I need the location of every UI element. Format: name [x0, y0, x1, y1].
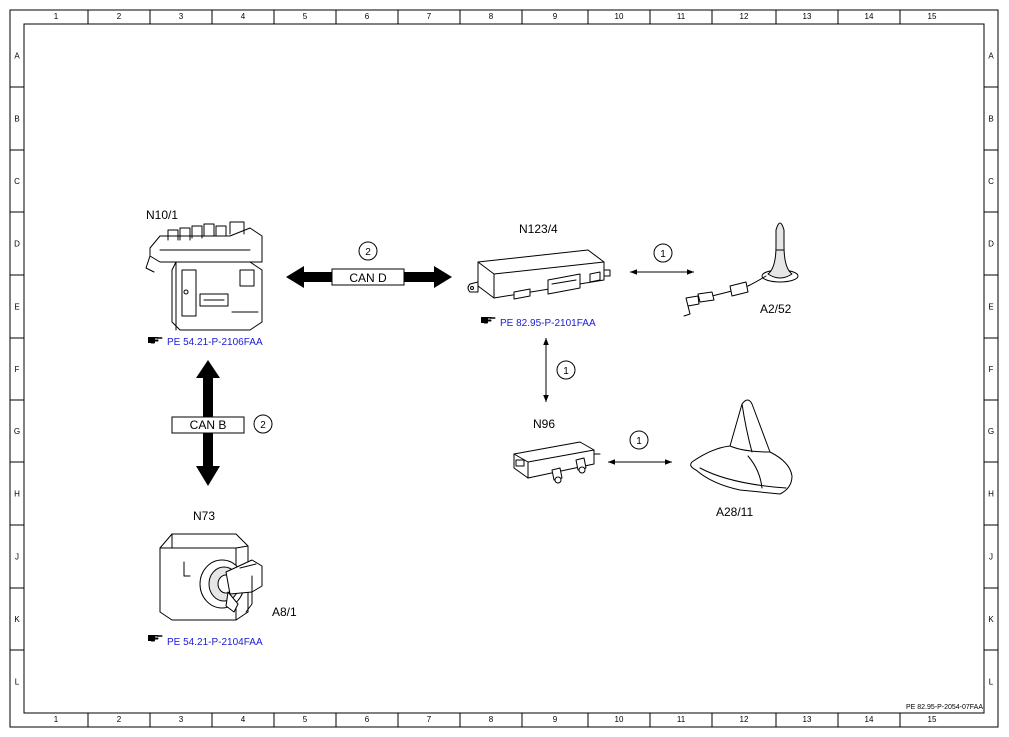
- can-b-label: CAN B: [190, 418, 227, 432]
- row-label-right-G: G: [988, 427, 994, 436]
- row-label-right-E: E: [988, 303, 993, 312]
- column-label-top-8: 8: [489, 12, 494, 21]
- drawing-frame: 1122334455667788991010111112121313141415…: [9, 9, 999, 728]
- n123-4-drawing: [467, 249, 611, 300]
- a28-11-component[interactable]: A28/11: [690, 399, 793, 519]
- row-label-left-E: E: [14, 303, 19, 312]
- can-d-label: CAN D: [349, 271, 387, 285]
- n73-component[interactable]: N73 A8/1 PE 54.21-P-2104FAA: [148, 509, 297, 648]
- row-label-right-C: C: [988, 177, 994, 186]
- n10-1-component[interactable]: N10/1 PE 54.21-P-2106FAA: [145, 208, 263, 348]
- n73-reference-link[interactable]: PE 54.21-P-2104FAA: [167, 637, 263, 648]
- column-label-bottom-14: 14: [865, 715, 874, 724]
- n96-a28-connection: 1: [608, 430, 672, 465]
- can-d-callout: 2: [365, 247, 371, 258]
- row-label-left-C: C: [14, 177, 20, 186]
- column-label-top-9: 9: [553, 12, 558, 21]
- column-label-top-13: 13: [803, 12, 812, 21]
- can-d-bus: CAN D 2: [286, 241, 452, 288]
- row-label-left-A: A: [14, 52, 20, 61]
- row-label-left-L: L: [15, 678, 20, 687]
- row-label-left-H: H: [14, 490, 20, 499]
- row-label-right-L: L: [989, 678, 994, 687]
- column-label-bottom-7: 7: [427, 715, 432, 724]
- column-label-bottom-6: 6: [365, 715, 370, 724]
- column-label-bottom-4: 4: [241, 715, 246, 724]
- n123-n96-connection: 1: [543, 338, 576, 402]
- column-label-top-3: 3: [179, 12, 184, 21]
- n123-n96-callout: 1: [563, 366, 569, 377]
- column-label-top-15: 15: [928, 12, 937, 21]
- a2-52-label: A2/52: [760, 302, 792, 316]
- n123-4-label: N123/4: [519, 222, 558, 236]
- n123-a2-callout: 1: [660, 249, 666, 260]
- column-label-top-10: 10: [615, 12, 624, 21]
- n10-1-drawing: [145, 221, 263, 331]
- n10-1-reference-link[interactable]: PE 54.21-P-2106FAA: [167, 337, 263, 348]
- document-id: PE 82.95-P-2054-07FAA: [906, 704, 983, 711]
- row-label-left-D: D: [14, 240, 20, 249]
- column-label-top-4: 4: [241, 12, 246, 21]
- can-b-callout: 2: [260, 420, 266, 431]
- a28-11-label: A28/11: [716, 505, 753, 519]
- row-label-right-H: H: [988, 490, 994, 499]
- n96-component[interactable]: N96: [513, 417, 601, 484]
- column-label-bottom-11: 11: [677, 715, 686, 724]
- n73-reference[interactable]: PE 54.21-P-2104FAA: [148, 635, 263, 648]
- n123-4-component[interactable]: N123/4 PE 82.95-P-2101FAA: [467, 222, 611, 329]
- a2-52-drawing: [683, 222, 799, 317]
- n96-drawing: [513, 441, 601, 484]
- column-label-top-2: 2: [117, 12, 122, 21]
- row-label-left-K: K: [14, 615, 20, 624]
- a28-11-drawing: [690, 399, 793, 495]
- can-b-callout-circle: [253, 414, 273, 434]
- pointing-hand-icon: [148, 635, 163, 642]
- row-label-left-F: F: [15, 365, 20, 374]
- a8-1-label: A8/1: [272, 605, 297, 619]
- row-label-right-F: F: [989, 365, 994, 374]
- column-label-top-1: 1: [54, 12, 59, 21]
- row-label-right-B: B: [988, 115, 993, 124]
- row-label-right-J: J: [989, 553, 993, 562]
- a2-52-component[interactable]: A2/52: [683, 222, 799, 317]
- n123-4-reference[interactable]: PE 82.95-P-2101FAA: [481, 317, 596, 329]
- column-label-bottom-8: 8: [489, 715, 494, 724]
- row-label-right-D: D: [988, 240, 994, 249]
- n96-a28-callout: 1: [636, 436, 642, 447]
- column-label-bottom-12: 12: [740, 715, 749, 724]
- column-label-top-14: 14: [865, 12, 874, 21]
- n73-drawing: [159, 533, 263, 621]
- can-b-bus: CAN B 2: [171, 360, 273, 486]
- n10-1-label: N10/1: [146, 208, 178, 222]
- n123-a2-connection: 1: [630, 243, 694, 275]
- column-label-top-7: 7: [427, 12, 432, 21]
- row-label-right-A: A: [988, 52, 994, 61]
- pointing-hand-icon: [481, 317, 496, 324]
- column-label-top-5: 5: [303, 12, 308, 21]
- row-label-right-K: K: [988, 615, 994, 624]
- column-label-top-11: 11: [677, 12, 686, 21]
- row-label-left-G: G: [14, 427, 20, 436]
- column-label-bottom-5: 5: [303, 715, 308, 724]
- row-label-left-B: B: [14, 115, 19, 124]
- column-label-top-6: 6: [365, 12, 370, 21]
- column-label-bottom-10: 10: [615, 715, 624, 724]
- column-label-bottom-13: 13: [803, 715, 812, 724]
- pointing-hand-icon: [148, 337, 163, 344]
- row-label-left-J: J: [15, 553, 19, 562]
- column-label-top-12: 12: [740, 12, 749, 21]
- n123-4-reference-link[interactable]: PE 82.95-P-2101FAA: [500, 318, 596, 329]
- column-label-bottom-2: 2: [117, 715, 122, 724]
- column-label-bottom-1: 1: [54, 715, 59, 724]
- column-label-bottom-15: 15: [928, 715, 937, 724]
- column-label-bottom-3: 3: [179, 715, 184, 724]
- n10-1-reference[interactable]: PE 54.21-P-2106FAA: [148, 337, 263, 348]
- n96-label: N96: [533, 417, 555, 431]
- can-d-callout-circle: [358, 241, 378, 261]
- column-label-bottom-9: 9: [553, 715, 558, 724]
- n73-label: N73: [193, 509, 215, 523]
